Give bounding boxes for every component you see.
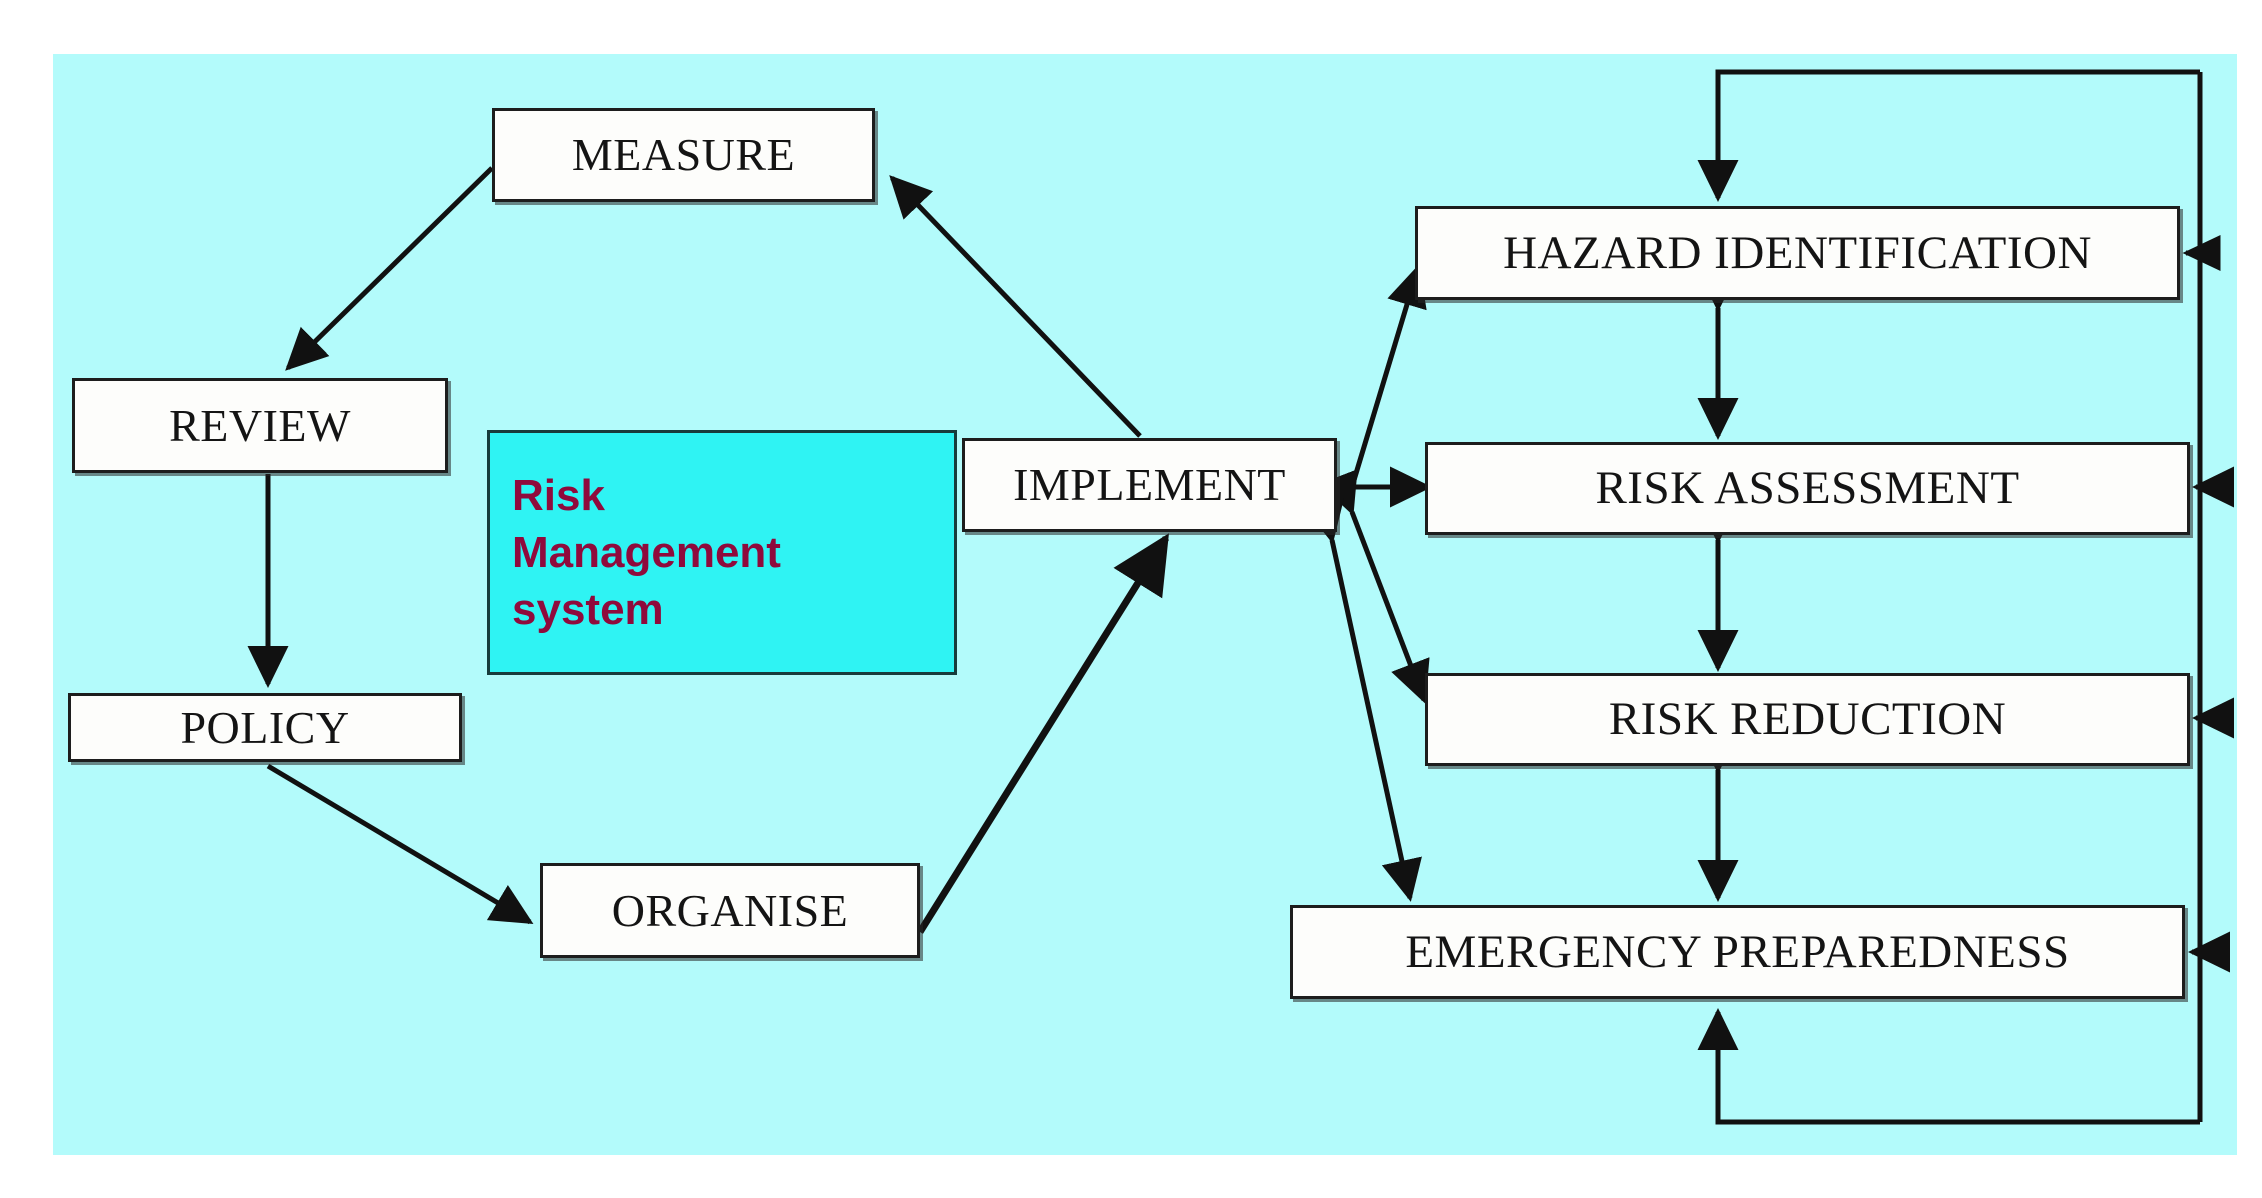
caption-box: Risk Management system bbox=[487, 430, 957, 675]
node-measure-label: MEASURE bbox=[571, 129, 796, 180]
node-review[interactable]: REVIEW bbox=[72, 378, 448, 473]
node-risk-assessment-label: RISK ASSESSMENT bbox=[1595, 462, 2020, 514]
node-organise[interactable]: ORGANISE bbox=[540, 863, 920, 958]
node-risk-assessment[interactable]: RISK ASSESSMENT bbox=[1425, 442, 2190, 535]
node-risk-reduction-label: RISK REDUCTION bbox=[1608, 693, 2007, 745]
caption-text: Risk Management system bbox=[512, 470, 781, 635]
node-review-label: REVIEW bbox=[169, 399, 351, 451]
node-risk-reduction[interactable]: RISK REDUCTION bbox=[1425, 673, 2190, 766]
node-emergency-preparedness[interactable]: EMERGENCY PREPAREDNESS bbox=[1290, 905, 2185, 999]
node-measure[interactable]: MEASURE bbox=[492, 108, 875, 202]
node-implement-label: IMPLEMENT bbox=[1013, 459, 1286, 510]
node-policy[interactable]: POLICY bbox=[68, 693, 462, 762]
node-emergency-preparedness-label: EMERGENCY PREPAREDNESS bbox=[1405, 925, 2070, 978]
node-hazard-identification[interactable]: HAZARD IDENTIFICATION bbox=[1415, 206, 2180, 300]
node-hazard-identification-label: HAZARD IDENTIFICATION bbox=[1503, 226, 2092, 279]
node-organise-label: ORGANISE bbox=[611, 884, 849, 936]
node-policy-label: POLICY bbox=[180, 701, 350, 753]
node-implement[interactable]: IMPLEMENT bbox=[962, 438, 1337, 532]
